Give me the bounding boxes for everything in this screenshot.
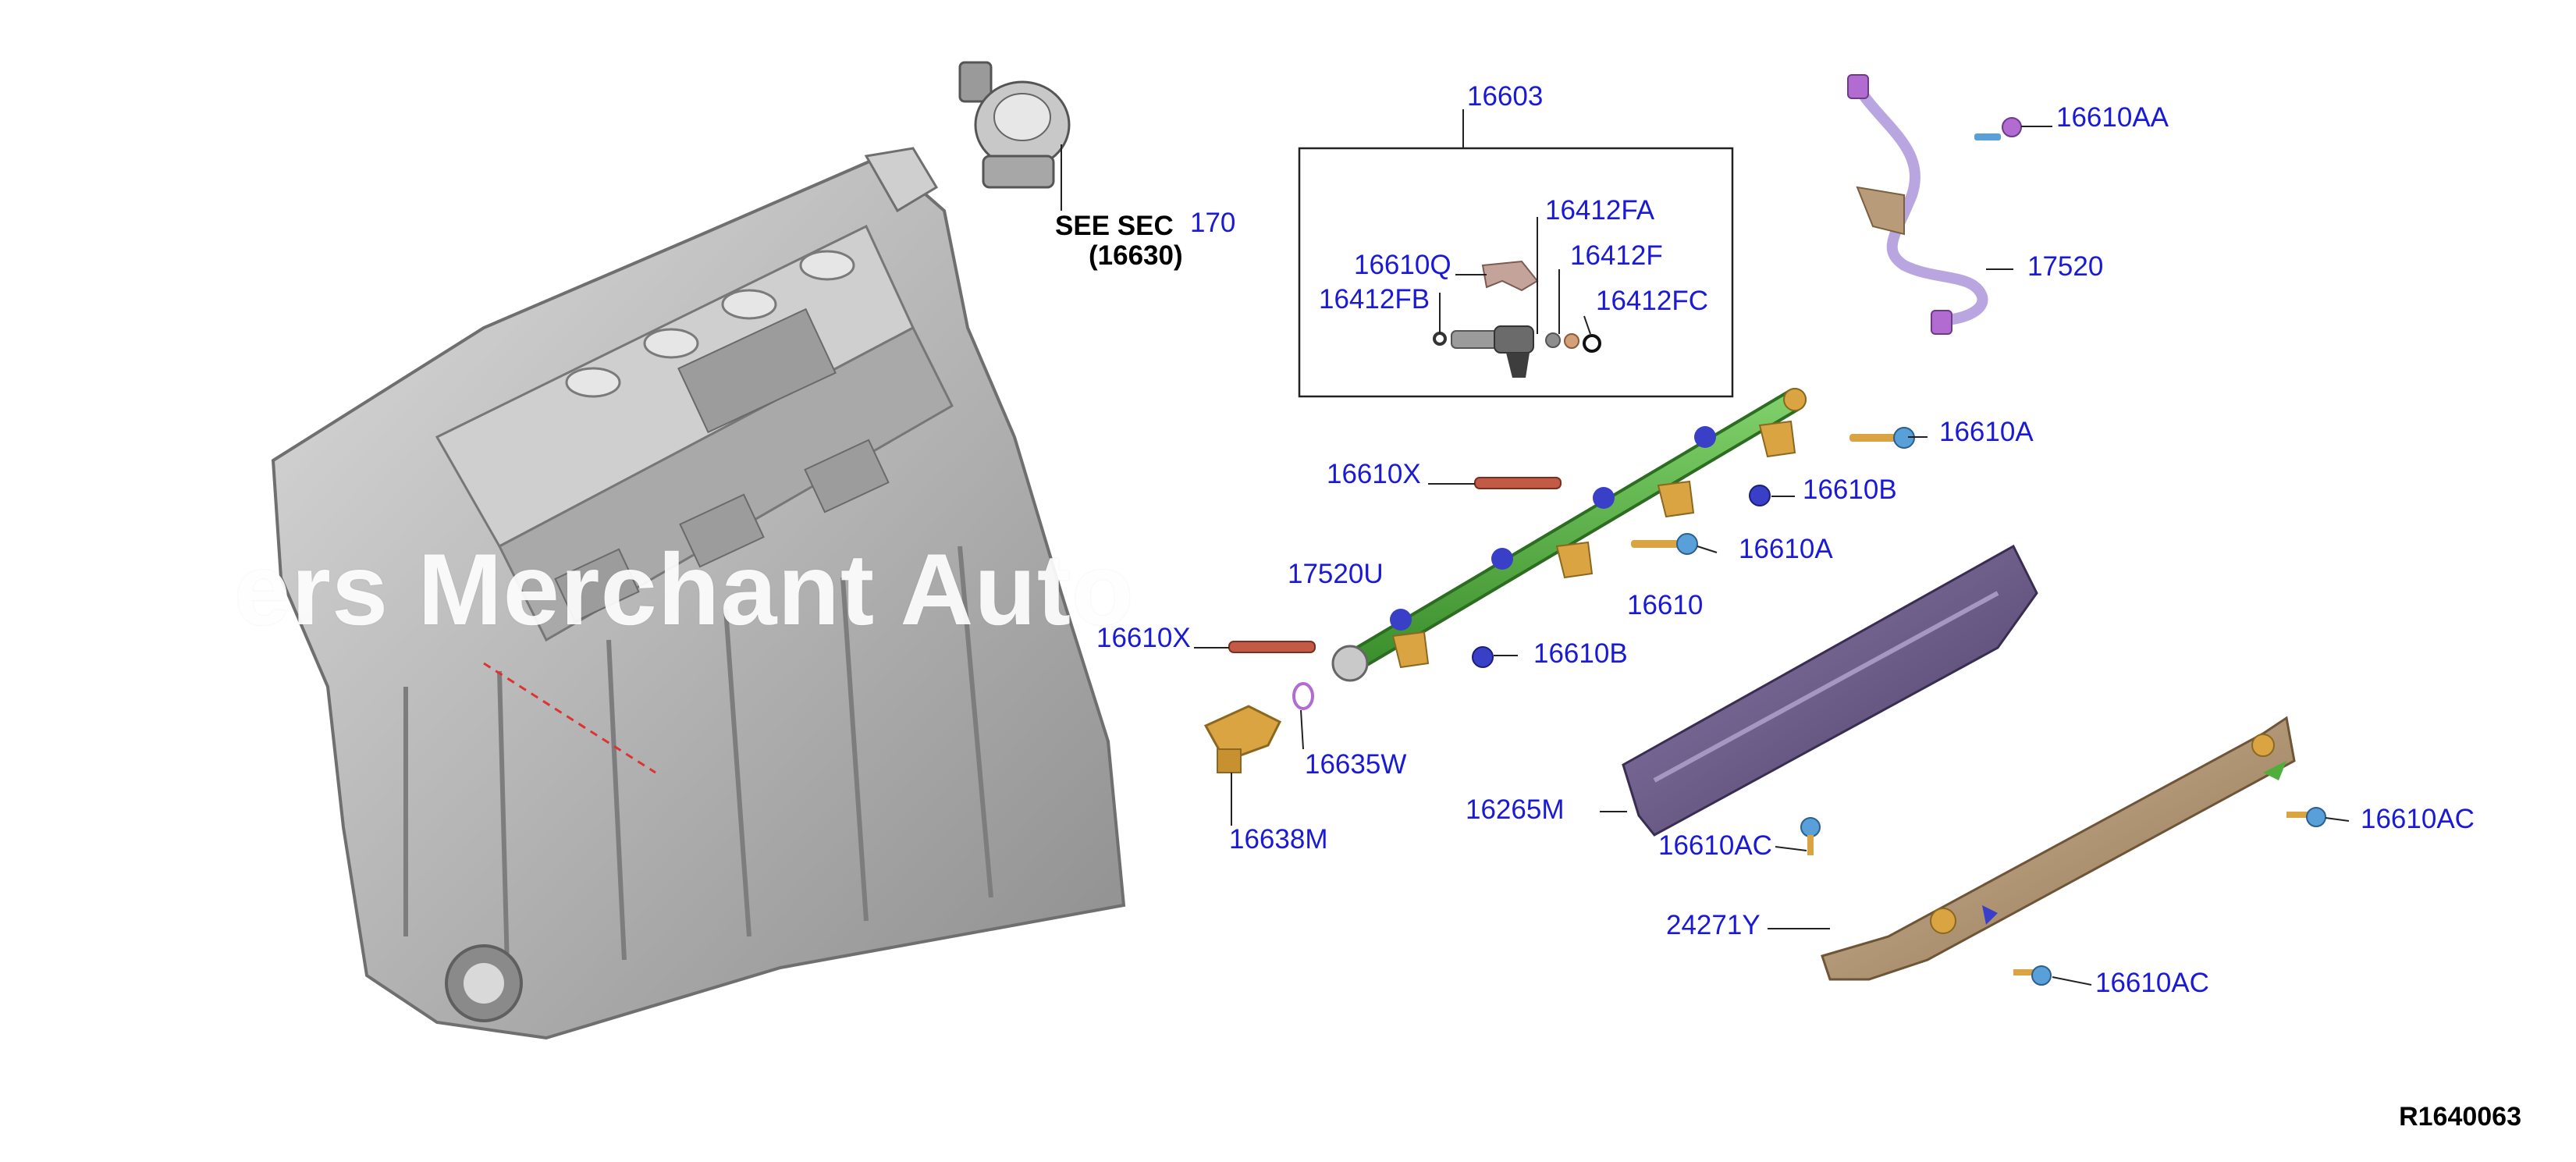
part-label-16412f[interactable]: 16412F [1570,240,1663,271]
pressure-sensor [1203,705,1282,826]
bolt-16610ac-center [1800,817,1821,855]
part-label-16638m[interactable]: 16638M [1229,824,1328,855]
part-label-16610ac-bottom[interactable]: 16610AC [2095,968,2209,998]
part-label-16610x-upper[interactable]: 16610X [1327,459,1421,489]
part-label-16603[interactable]: 16603 [1467,81,1544,112]
part-label-16610b-lower[interactable]: 16610B [1533,638,1628,669]
stud-upper [1474,477,1562,489]
part-label-16610a-lower[interactable]: 16610A [1739,534,1833,564]
bolt-16610ac-bottom [2013,965,2052,986]
engine-block [271,147,1126,1040]
part-label-16610x-lower[interactable]: 16610X [1096,623,1191,653]
part-label-16265m[interactable]: 16265M [1466,794,1565,825]
part-label-16610a-upper[interactable]: 16610A [1939,417,2034,447]
injector-cover [1622,544,2038,837]
part-label-16610-partial[interactable]: 16610 [1627,590,1704,620]
part-label-16610ac-right[interactable]: 16610AC [2361,804,2475,834]
stud-lower [1228,641,1316,653]
mounting-bracket [1821,716,2296,981]
see-section-line1: SEE SEC [1055,212,1174,240]
part-label-24271y[interactable]: 24271Y [1666,910,1761,940]
injector-detail-box [1298,109,1734,398]
bolt-16610aa [1974,117,2022,140]
fuel-rail [1331,388,1807,682]
part-label-16635w[interactable]: 16635W [1305,749,1407,780]
figure-id: R1640063 [2399,1102,2521,1132]
high-pressure-pump [958,61,1071,211]
part-label-17520u[interactable]: 17520U [1288,559,1384,589]
part-label-16412fa[interactable]: 16412FA [1545,195,1655,226]
part-label-16610ac-center[interactable]: 16610AC [1658,830,1772,861]
sensor-seal [1292,682,1314,710]
part-label-16412fc[interactable]: 16412FC [1596,286,1708,316]
part-label-17520[interactable]: 17520 [2027,251,2104,282]
bolt-16610a-lower [1631,533,1698,555]
part-label-16610b-upper[interactable]: 16610B [1803,474,1897,505]
see-section-line2: (16630) [1089,240,1183,271]
part-label-16610aa[interactable]: 16610AA [2056,102,2169,133]
nut-16610b-lower [1472,646,1494,668]
bolt-16610ac-right [2286,807,2326,827]
see-section-ref-link[interactable]: 170 [1190,208,1236,238]
part-label-16610q[interactable]: 16610Q [1354,250,1451,280]
nut-16610b-upper [1749,485,1771,506]
injector-clip [1481,260,1539,292]
watermark-text: ers Merchant Auto [234,532,1135,646]
part-label-16412fb[interactable]: 16412FB [1319,284,1430,314]
fuel-pipe [1847,74,1988,335]
see-section-text: SEE SEC [1055,211,1174,241]
bolt-16610a-upper [1849,427,1915,449]
leader-lines [1194,126,2350,986]
fuel-injector [1433,325,1601,378]
